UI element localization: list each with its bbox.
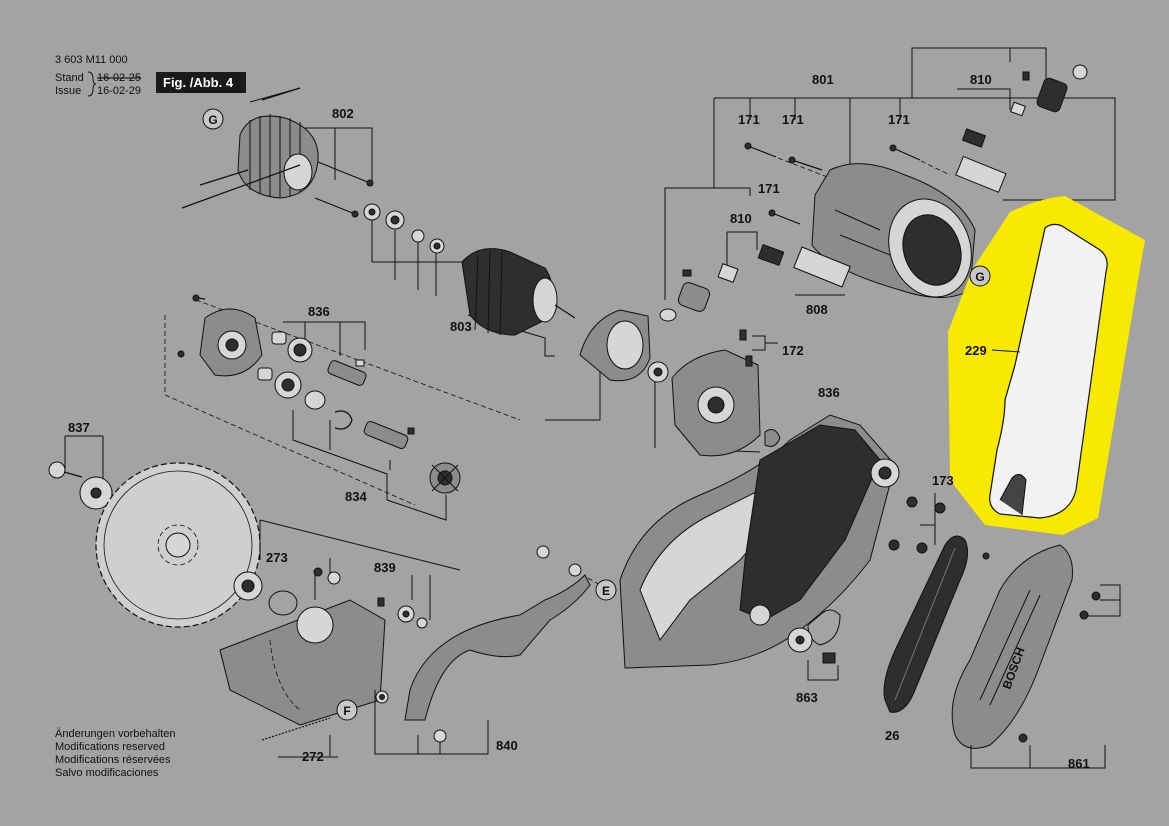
part-label-171-a: 171: [738, 112, 760, 127]
part-label-172: 172: [782, 343, 804, 358]
part-label-810-mid: 810: [730, 211, 752, 226]
belt-cover-861: BOSCH: [951, 544, 1121, 769]
belt-26: [883, 535, 969, 713]
marker-g-right: G: [969, 265, 991, 287]
marker-g-top-text: G: [208, 113, 217, 127]
saw-blade: [95, 462, 261, 628]
part-label-802: 802: [332, 106, 354, 121]
part-label-171-d: 171: [758, 181, 780, 196]
marker-e-text: E: [602, 584, 610, 598]
doc-number: 3 603 M11 000: [55, 54, 128, 66]
part-label-272: 272: [302, 749, 324, 764]
dust-chute-229: [948, 196, 1145, 535]
footer-line-3: Modifications réservées: [55, 754, 171, 766]
fig-label: Fig. /Abb. 4: [163, 75, 234, 90]
fig-label-box: [156, 72, 246, 93]
armature-803: [363, 203, 576, 357]
part-label-26: 26: [885, 728, 899, 743]
part-label-840: 840: [496, 738, 518, 753]
marker-e: E: [595, 579, 617, 601]
part-label-229: 229: [965, 343, 987, 358]
field-coil: [181, 87, 374, 218]
motor-housing: [811, 163, 976, 298]
part-label-171-c: 171: [888, 112, 910, 127]
header-block: 3 603 M11 000 Stand Issue 16-02-25 16-02…: [55, 54, 246, 97]
group-173: [888, 493, 946, 554]
stand-label: Stand: [55, 72, 84, 84]
part-label-836-right: 836: [818, 385, 840, 400]
part-label-836-left: 836: [308, 304, 330, 319]
issue-date: 16-02-29: [97, 85, 141, 97]
part-label-810-top: 810: [970, 72, 992, 87]
spring-272: [261, 717, 338, 758]
group-836-left: [164, 294, 521, 506]
main-gear-housing: [619, 414, 900, 681]
footer-line-4: Salvo modificaciones: [55, 767, 159, 779]
part-label-808: 808: [806, 302, 828, 317]
brushes-810-mid: [659, 244, 851, 322]
part-label-273: 273: [266, 550, 288, 565]
marker-g-top: G: [202, 108, 224, 130]
part-label-171-b: 171: [782, 112, 804, 127]
marker-f: F: [336, 699, 358, 721]
part-label-839: 839: [374, 560, 396, 575]
footer-line-1: Änderungen vorbehalten: [55, 728, 175, 740]
part-label-834: 834: [345, 489, 367, 504]
brace-glyph: [87, 71, 97, 97]
stand-date: 16-02-25: [97, 72, 141, 84]
group-840: [374, 545, 601, 755]
footer-line-2: Modifications reserved: [55, 741, 165, 753]
part-label-863: 863: [796, 690, 818, 705]
part-labels: 802 801 810 171 171 171 171 810 808 803 …: [68, 72, 1090, 771]
group-834: [292, 410, 461, 521]
rear-end-parts: [545, 309, 781, 457]
part-label-803: 803: [450, 319, 472, 334]
screws-171: [744, 142, 951, 225]
part-label-801: 801: [812, 72, 834, 87]
group-837: [48, 435, 113, 510]
marker-g-right-text: G: [975, 270, 984, 284]
part-label-173: 173: [932, 473, 954, 488]
part-label-837: 837: [68, 420, 90, 435]
group-273-839: [219, 519, 461, 726]
issue-label: Issue: [55, 85, 81, 97]
footer-notes: Änderungen vorbehalten Modifications res…: [55, 728, 175, 779]
brushes-810-top: [955, 64, 1088, 193]
part-label-861: 861: [1068, 756, 1090, 771]
marker-f-text: F: [343, 704, 350, 718]
